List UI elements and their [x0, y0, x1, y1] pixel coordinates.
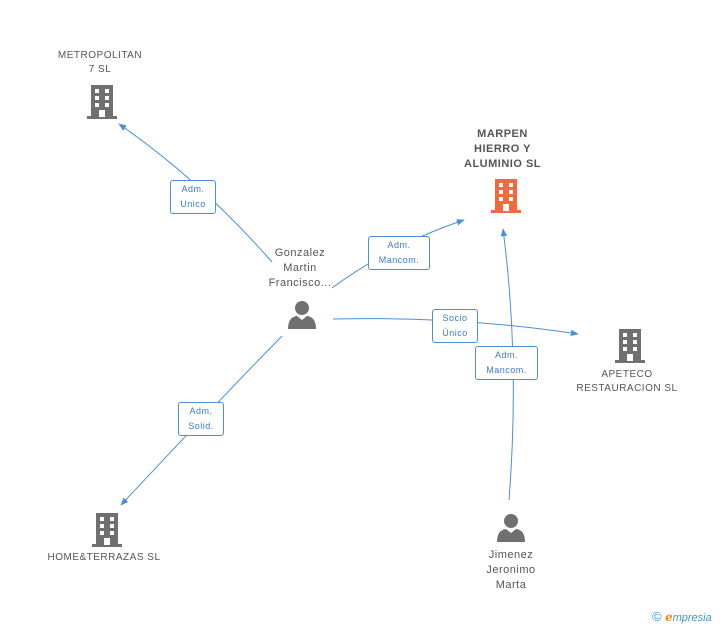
- edge-label-line: Unico: [180, 199, 206, 209]
- edge-label-line: Mancom.: [486, 365, 527, 375]
- node-label-line: RESTAURACION SL: [576, 383, 678, 394]
- edge-label-line: Adm.: [494, 350, 518, 360]
- edge-label-jimenez-marpen[interactable]: Adm. Mancom.: [475, 346, 538, 380]
- edge-label-line: Único: [442, 328, 468, 338]
- node-label-line: Martin: [283, 262, 317, 274]
- building-icon[interactable]: [91, 512, 123, 548]
- edge-label-gonzalez-apeteco[interactable]: Socio Único: [432, 309, 478, 343]
- node-label-metropolitan[interactable]: METROPOLITAN 7 SL: [40, 49, 160, 77]
- building-icon[interactable]: [86, 84, 118, 120]
- node-label-apeteco[interactable]: APETECO RESTAURACION SL: [566, 368, 688, 396]
- copyright-icon: ©: [652, 609, 662, 624]
- edge-label-line: Mancom.: [378, 255, 420, 265]
- brand-logo-e: e: [664, 610, 673, 624]
- brand-logo[interactable]: © empresia: [652, 609, 712, 624]
- node-label-line: MARPEN: [477, 128, 528, 140]
- building-icon[interactable]: [614, 328, 646, 364]
- node-label-line: ALUMINIO SL: [464, 158, 541, 170]
- node-label-line: Marta: [495, 579, 527, 591]
- edge-label-line: Adm.: [189, 406, 213, 416]
- person-icon[interactable]: [287, 300, 317, 330]
- edge-label-line: Adm.: [181, 184, 205, 194]
- node-label-line: 7 SL: [88, 64, 112, 75]
- node-label-line: Gonzalez: [274, 247, 326, 259]
- building-icon[interactable]: [490, 178, 522, 214]
- edge-label-gonzalez-metropolitan[interactable]: Adm. Unico: [170, 180, 216, 214]
- node-label-home[interactable]: HOME&TERRAZAS SL: [38, 551, 170, 565]
- brand-logo-text: mpresia: [672, 612, 712, 624]
- edge-label-line: Solid.: [188, 421, 214, 431]
- edge-label-line: Socio: [442, 313, 468, 323]
- node-label-gonzalez[interactable]: Gonzalez Martin Francisco...: [250, 246, 350, 291]
- node-label-line: METROPOLITAN: [57, 50, 143, 61]
- node-label-line: Jimenez: [488, 549, 534, 561]
- edge-label-gonzalez-marpen[interactable]: Adm. Mancom.: [368, 236, 430, 270]
- node-label-line: HOME&TERRAZAS SL: [47, 552, 161, 563]
- node-label-line: Francisco...: [268, 277, 332, 289]
- edge-label-line: Adm.: [387, 240, 411, 250]
- node-label-line: HIERRO Y: [474, 143, 531, 155]
- person-icon[interactable]: [496, 513, 526, 543]
- node-label-line: Jeronimo: [486, 564, 536, 576]
- node-label-marpen[interactable]: MARPEN HIERRO Y ALUMINIO SL: [445, 127, 560, 172]
- node-label-line: APETECO: [601, 369, 653, 380]
- edge-label-gonzalez-home[interactable]: Adm. Solid.: [178, 402, 224, 436]
- node-label-jimenez[interactable]: Jimenez Jeronimo Marta: [466, 548, 556, 593]
